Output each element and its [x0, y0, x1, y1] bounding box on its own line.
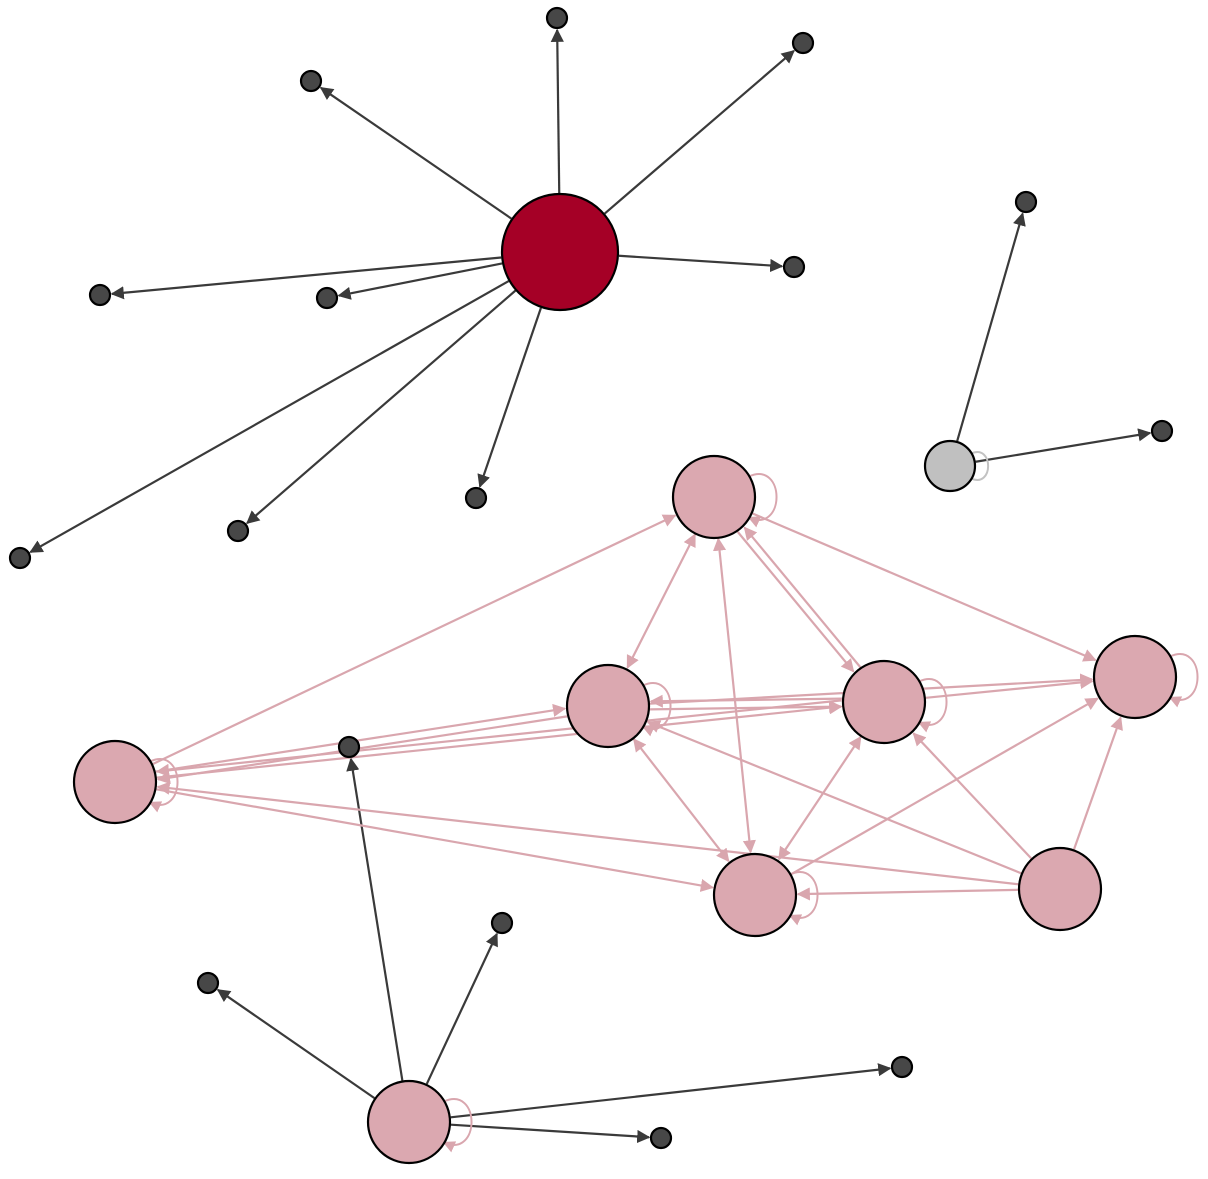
cluster-node-cT — [671, 454, 757, 540]
edge-hub-h6 — [337, 262, 503, 300]
leaf-node-b4 — [890, 1055, 914, 1079]
edge-cBR-cM1 — [646, 720, 1022, 875]
edge-cM1-cL — [156, 715, 568, 785]
self-loop-cL — [148, 758, 179, 813]
self-loop-cR — [1168, 653, 1199, 708]
edge-hub-h2 — [604, 49, 795, 215]
edge-cT-cM1 — [626, 533, 696, 669]
edge-cBR-cB — [796, 887, 1019, 901]
edge-cM1-cM2 — [650, 700, 843, 714]
edge-cT-cR — [752, 512, 1097, 662]
cluster-node-cM1 — [565, 663, 651, 749]
self-loop-cM1 — [641, 682, 672, 737]
cluster-node-cL — [72, 739, 158, 825]
leaf-node-h1 — [545, 6, 569, 30]
hub-node-hub — [500, 192, 620, 312]
edge-gray-g2 — [975, 428, 1152, 463]
edge-bot-b3 — [216, 988, 376, 1100]
gray-node-gray — [923, 439, 977, 493]
leaf-node-h8 — [226, 519, 250, 543]
self-loop-bot — [442, 1098, 473, 1153]
self-loops-layer — [148, 451, 1199, 1153]
cluster-node-cB — [712, 852, 798, 938]
cluster-node-bot — [366, 1079, 452, 1165]
edge-bot-b2 — [425, 932, 498, 1085]
edge-cM1-cB — [632, 738, 730, 863]
edge-hub-h3 — [319, 86, 512, 220]
edge-cT-cM2 — [736, 531, 855, 673]
edge-cM2-cR — [925, 675, 1094, 699]
self-loop-cT — [747, 473, 778, 528]
edge-cBR-cL — [156, 781, 1019, 886]
leaf-node-g2 — [1150, 419, 1174, 443]
edge-cL-cB — [156, 788, 714, 892]
self-loop-cB — [788, 871, 819, 926]
edge-cB-cR — [790, 697, 1099, 876]
edge-cL-cT — [152, 514, 677, 765]
leaf-node-g1 — [1014, 190, 1038, 214]
leaf-node-h3 — [299, 69, 323, 93]
edge-hub-h9 — [29, 280, 510, 554]
self-loop-gray — [970, 451, 990, 481]
leaf-node-b3 — [196, 971, 220, 995]
leaf-node-b5 — [649, 1126, 673, 1150]
leaf-node-h4 — [782, 255, 806, 279]
leaf-node-b1 — [337, 735, 361, 759]
leaf-node-h6 — [315, 286, 339, 310]
leaf-node-h7 — [464, 486, 488, 510]
cluster-node-cR — [1092, 634, 1178, 720]
edge-hub-h7 — [477, 307, 542, 488]
edge-gray-g1 — [956, 212, 1026, 442]
cluster-node-cBR — [1017, 846, 1103, 932]
edge-bot-b1 — [346, 757, 404, 1081]
edge-hub-h5 — [110, 256, 502, 300]
edge-cBR-cM2 — [912, 732, 1033, 860]
leaf-node-h9 — [8, 546, 32, 570]
edge-cL-cM1 — [155, 703, 567, 773]
edge-bot-b5 — [450, 1123, 651, 1144]
self-loop-cM2 — [917, 678, 948, 733]
nodes-layer — [8, 6, 1178, 1165]
edges-layer — [29, 28, 1152, 1144]
edge-bot-b4 — [450, 1063, 892, 1119]
edge-cBR-cR — [1072, 716, 1123, 850]
edge-hub-h1 — [550, 28, 564, 194]
leaf-node-b2 — [490, 911, 514, 935]
edge-cT-cB — [712, 537, 756, 854]
edge-cL-cM2 — [156, 701, 843, 779]
edge-hub-h8 — [246, 289, 517, 525]
leaf-node-h2 — [791, 31, 815, 55]
cluster-node-cM2 — [841, 659, 927, 745]
edge-cM2-cL — [155, 699, 842, 777]
edge-cM2-cT — [743, 526, 862, 668]
leaf-node-h5 — [88, 283, 112, 307]
edge-hub-h4 — [618, 254, 784, 273]
edge-cM2-cB — [777, 735, 862, 861]
